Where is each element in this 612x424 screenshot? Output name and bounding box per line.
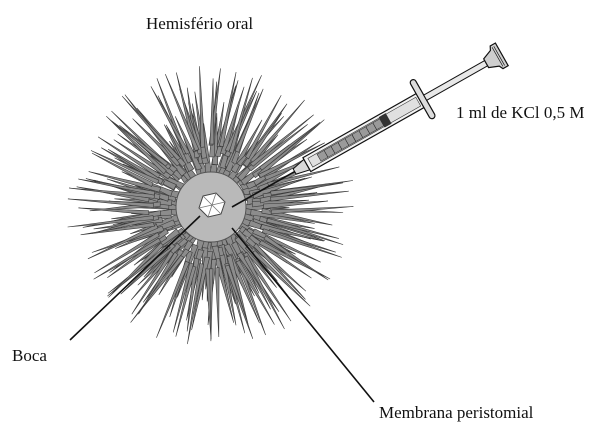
syringe-fluid [317,119,384,161]
syringe-thumb-rest [480,43,508,74]
spine [215,268,219,337]
title-label: Hemisfério oral [146,14,253,34]
spine [210,78,214,144]
membrane-label: Membrana peristomial [379,403,533,423]
syringe-plunger [424,61,488,101]
dose-label: 1 ml de KCl 0,5 M [456,103,584,123]
mouth-label: Boca [12,346,47,366]
